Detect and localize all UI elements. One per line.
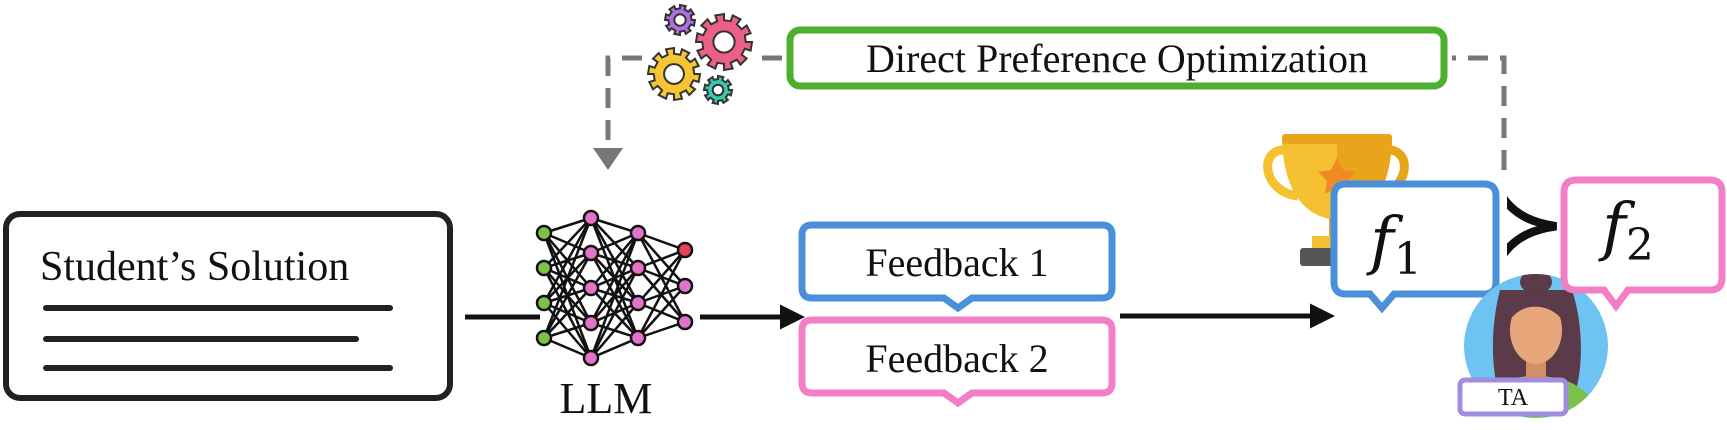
solution-lines [43,305,393,371]
network-node [676,313,694,331]
dpo-feedback-loop [593,55,1507,170]
network-node [582,279,600,297]
gears-icon [646,3,754,106]
network-node [535,294,553,312]
network-node [535,329,553,347]
ta-badge: TA [1457,377,1569,417]
student-solution-title: Student’s Solution [40,244,349,290]
dpo-label-box: Direct Preference Optimization [786,26,1448,90]
neural-network-icon [535,209,694,367]
network-node [629,224,647,242]
network-node [629,329,647,347]
network-node [535,259,553,277]
llm-label: LLM [560,374,653,423]
network-node [582,244,600,262]
gear-icon [646,46,702,102]
preference-relation-symbol: ≻ [1500,179,1564,268]
ta-badge-label: TA [1498,385,1529,411]
gear-icon [694,12,754,72]
dpo-label: Direct Preference Optimization [866,36,1368,81]
winner-feedback-bubble: f1 [1330,180,1500,314]
student-solution-box: Student’s Solution [3,211,453,401]
feedback-2-label: Feedback 2 [865,336,1048,381]
feedback-1-bubble: Feedback 1 [798,221,1116,313]
network-node [676,241,694,259]
gear-icon [702,74,734,106]
feedback-2-bubble: Feedback 2 [798,316,1116,408]
feedback-1-label: Feedback 1 [865,240,1048,285]
network-node [582,349,600,367]
network-node [535,224,553,242]
network-node [676,277,694,295]
network-node [582,209,600,227]
loser-feedback-bubble: f2 [1560,176,1726,312]
network-node [629,294,647,312]
network-node [582,314,600,332]
gear-icon [663,3,697,37]
loser-feedback-symbol: f2 [1598,190,1654,271]
network-node [629,259,647,277]
